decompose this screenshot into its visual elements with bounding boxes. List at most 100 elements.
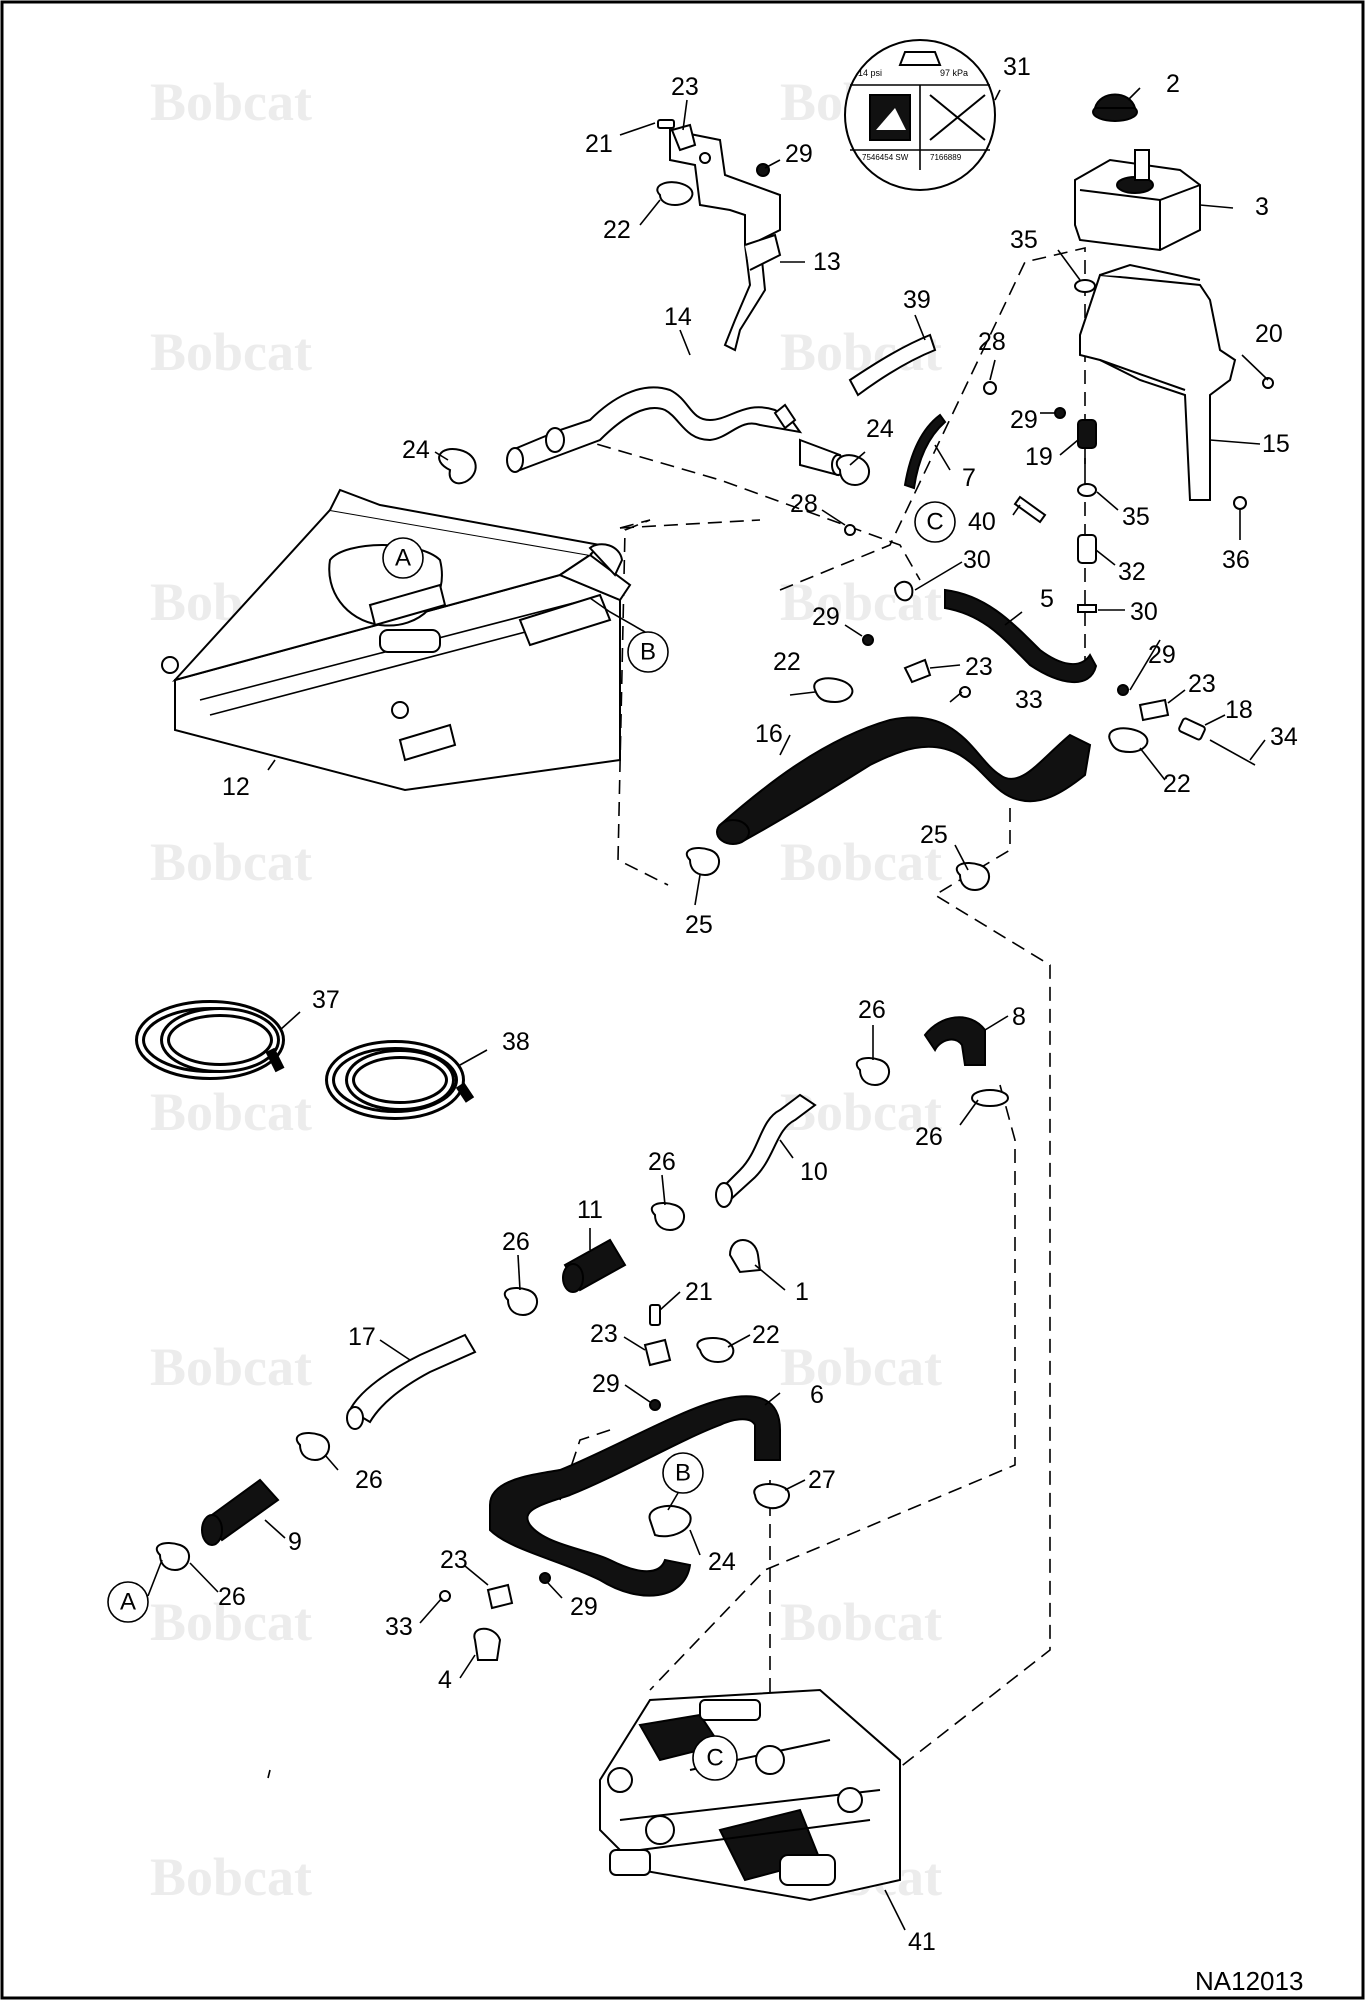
callout-33b: 33 — [385, 1613, 413, 1641]
bracket-13 — [669, 128, 782, 352]
callout-23a: 23 — [671, 73, 699, 101]
callout-3: 3 — [1255, 193, 1269, 221]
callout-24b: 24 — [866, 415, 894, 443]
marker-A2: A — [107, 1559, 163, 1623]
upper-fasteners — [656, 119, 770, 207]
clamps-24-27-lower — [648, 1483, 790, 1538]
callout-35b: 35 — [1122, 503, 1150, 531]
radiator-12 — [161, 488, 632, 792]
pipe-10 — [715, 1093, 817, 1208]
callout-22d: 22 — [752, 1321, 780, 1349]
callout-23e: 23 — [440, 1546, 468, 1574]
clamp-25-pair — [685, 847, 990, 892]
callout-37: 37 — [312, 986, 340, 1014]
callout-14: 14 — [664, 303, 692, 331]
clamp-24-upper — [438, 448, 870, 487]
watermark-text: Bobcat — [780, 1592, 942, 1652]
callout-8: 8 — [1012, 1003, 1026, 1031]
marker-label: B — [675, 1460, 691, 1487]
coiled-hose-38 — [325, 1040, 475, 1120]
decal-psi: 14 psi — [858, 68, 882, 78]
marker-label: A — [120, 1589, 136, 1616]
callout-34: 34 — [1270, 723, 1298, 751]
callout-26f: 26 — [218, 1583, 246, 1611]
marker-C2: C — [692, 1735, 738, 1781]
callout-38: 38 — [502, 1028, 530, 1056]
watermark-text: Bobcat — [150, 1337, 312, 1397]
clamps-26 — [155, 1057, 890, 1572]
callout-2: 2 — [1166, 70, 1180, 98]
callout-labels: 1 2 3 4 5 6 7 8 9 10 11 12 13 14 15 16 1… — [218, 53, 1298, 1956]
hose-5 — [893, 580, 1098, 683]
callout-29d: 29 — [1148, 641, 1176, 669]
callout-30b: 30 — [1130, 598, 1158, 626]
hose-16 — [716, 716, 1092, 845]
seal-28 — [844, 381, 997, 536]
callout-25b: 25 — [920, 821, 948, 849]
callout-28b: 28 — [790, 490, 818, 518]
marker-label: A — [395, 545, 411, 572]
decal-code-right: 7166889 — [930, 153, 962, 162]
callout-23c: 23 — [1188, 670, 1216, 698]
decal-code-left: 7546454 SW — [862, 153, 909, 162]
callout-26e: 26 — [355, 1466, 383, 1494]
hose-8 — [923, 1016, 1009, 1107]
callout-30a: 30 — [963, 546, 991, 574]
clip-1 — [728, 1239, 762, 1274]
callout-7: 7 — [962, 464, 976, 492]
bracket-15 — [1079, 263, 1237, 501]
watermark-text: Bobcat — [150, 1592, 312, 1652]
callout-24a: 24 — [402, 436, 430, 464]
hose-39 — [848, 333, 937, 397]
callout-33a: 33 — [1015, 686, 1043, 714]
drawing-code: NA12013 — [1195, 1966, 1303, 1996]
callout-24c: 24 — [708, 1548, 736, 1576]
hose-19-32-chain — [1013, 279, 1097, 613]
callout-6: 6 — [810, 1381, 824, 1409]
callout-10: 10 — [800, 1158, 828, 1186]
callout-18: 18 — [1225, 696, 1253, 724]
middle-fasteners — [813, 634, 1256, 766]
marker-B1: B — [589, 597, 669, 673]
callout-32: 32 — [1118, 558, 1146, 586]
dashed-connection-lines — [554, 246, 1086, 1800]
callout-23d: 23 — [590, 1320, 618, 1348]
callout-26b: 26 — [915, 1123, 943, 1151]
callout-5: 5 — [1040, 585, 1054, 613]
engine-41 — [599, 1688, 901, 1902]
leader-lines — [189, 87, 1269, 1931]
callout-36: 36 — [1222, 546, 1250, 574]
cap-2 — [1092, 93, 1138, 122]
upper-pipe-14 — [506, 386, 845, 477]
watermark-text: Bobcat — [780, 832, 942, 892]
marker-label: C — [706, 1745, 723, 1772]
marker-B2: B — [662, 1452, 704, 1511]
watermark-text: Bobcat — [150, 72, 312, 132]
callout-1: 1 — [795, 1278, 809, 1306]
decal-kpa: 97 kPa — [940, 68, 968, 78]
callout-35a: 35 — [1010, 226, 1038, 254]
callout-29e: 29 — [592, 1370, 620, 1398]
callout-4: 4 — [438, 1666, 452, 1694]
callout-29b: 29 — [1010, 406, 1038, 434]
callout-27: 27 — [808, 1466, 836, 1494]
sleeve-9 — [201, 1478, 280, 1546]
callout-31: 31 — [1003, 53, 1031, 81]
callout-29f: 29 — [570, 1593, 598, 1621]
pipe-17 — [346, 1333, 477, 1430]
callout-21a: 21 — [585, 130, 613, 158]
sleeve-11 — [562, 1238, 627, 1293]
watermark-text: Bobcat — [150, 1082, 312, 1142]
callout-26c: 26 — [648, 1148, 676, 1176]
callout-20: 20 — [1255, 320, 1283, 348]
callout-9: 9 — [288, 1528, 302, 1556]
fasteners-15 — [1054, 377, 1274, 510]
callout-19: 19 — [1025, 443, 1053, 471]
watermark-text: Bobcat — [780, 1337, 942, 1397]
callout-22c: 22 — [1163, 770, 1191, 798]
callout-17: 17 — [348, 1323, 376, 1351]
watermark-text: Bobcat — [150, 1847, 312, 1907]
callout-12: 12 — [222, 773, 250, 801]
marker-C1: C — [914, 501, 956, 543]
